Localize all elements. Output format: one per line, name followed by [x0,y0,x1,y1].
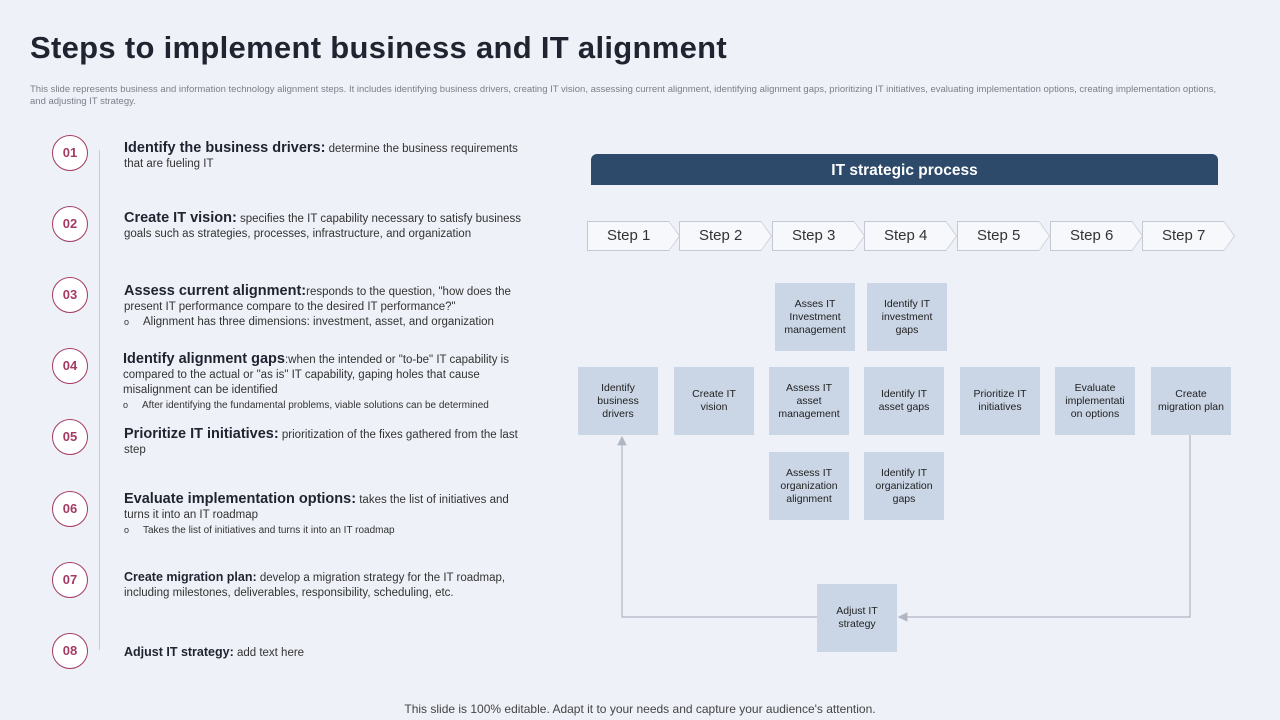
box-assess-it-organization-alignment: Assess IT organization alignment [769,452,849,520]
list-item-adjust-it-strategy: Adjust IT strategy: add text here [124,645,529,661]
list-item-identify-business-drivers: Identify the business drivers: determine… [124,141,529,172]
step-number-05: 05 [52,419,88,455]
box-evaluate-implementation-options: Evaluate implementati on options [1055,367,1135,435]
step-chevron-1: Step 1 [587,221,680,251]
list-item-heading: Identify the business drivers: [124,140,326,156]
list-item-create-migration-plan: Create migration plan: develop a migrati… [124,570,529,601]
list-item-heading: Evaluate implementation options: [124,491,357,507]
step-number-06: 06 [52,491,88,527]
bullet-icon: o [124,317,130,327]
list-item-text: determine the business requirements that… [124,143,518,170]
list-item-heading: Create IT vision: [124,210,237,226]
list-item-heading: Identify alignment gaps [123,351,285,367]
step-chevron-7: Step 7 [1142,221,1235,251]
list-item-heading: Assess current alignment: [124,283,307,299]
box-identify-it-investment-gaps: Identify IT investment gaps [867,283,947,351]
list-item-text: prioritization of the fixes gathered fro… [124,429,518,456]
step-chevron-2: Step 2 [679,221,772,251]
step-number-02: 02 [52,206,88,242]
bullet-icon: o [124,525,130,535]
step-number-03: 03 [52,277,88,313]
list-item-heading: Create migration plan: [124,570,257,584]
list-item-text: add text here [233,647,305,659]
list-item-heading: Adjust IT strategy: [124,645,234,659]
list-item-assess-current-alignment: Assess current alignment:responds to the… [124,284,529,329]
step-chevron-4: Step 4 [864,221,957,251]
list-item-identify-alignment-gaps: Identify alignment gaps:when the intende… [123,352,528,412]
list-item-evaluate-implementation-options: Evaluate implementation options: takes t… [124,492,529,537]
step-number-08: 08 [52,633,88,669]
bullet-icon: o [123,400,129,410]
arrow-adjust-to-drivers [617,435,817,618]
step-number-07: 07 [52,562,88,598]
slide-description: This slide represents business and infor… [30,84,1217,107]
step-chevron-5: Step 5 [957,221,1050,251]
list-item-prioritize-it-initiatives: Prioritize IT initiatives: prioritizatio… [124,427,529,458]
list-item-text: takes the list of initiatives and turns … [124,494,509,521]
list-item-heading: Prioritize IT initiatives: [124,426,279,442]
footer-note: This slide is 100% editable. Adapt it to… [404,702,876,716]
box-create-migration-plan: Create migration plan [1151,367,1231,435]
step-chevron-3: Step 3 [772,221,865,251]
list-item-text: :when the intended or "to-be" IT capabil… [123,354,509,396]
list-item-text: responds to the question, "how does the … [124,286,511,313]
box-identify-it-organization-gaps: Identify IT organization gaps [864,452,944,520]
step-number-01: 01 [52,135,88,171]
timeline-line [99,150,100,650]
slide-title: Steps to implement business and IT align… [30,30,728,65]
list-item-create-it-vision: Create IT vision: specifies the IT capab… [124,211,529,242]
box-identify-it-asset-gaps: Identify IT asset gaps [864,367,944,435]
box-create-it-vision: Create IT vision [674,367,754,435]
arrow-migration-to-adjust [897,435,1191,622]
box-assess-it-asset-management: Assess IT asset management [769,367,849,435]
list-item-text: specifies the IT capability necessary to… [124,213,522,240]
step-chevron-6: Step 6 [1050,221,1143,251]
process-banner: IT strategic process [591,154,1218,185]
box-identify-business-drivers: Identify business drivers [578,367,658,435]
box-adjust-it-strategy: Adjust IT strategy [817,584,897,652]
list-item-text: develop a migration strategy for the IT … [124,572,506,599]
step-number-04: 04 [52,348,88,384]
box-asses-it-investment-management: Asses IT Investment management [775,283,855,351]
box-prioritize-it-initiatives: Prioritize IT initiatives [960,367,1040,435]
